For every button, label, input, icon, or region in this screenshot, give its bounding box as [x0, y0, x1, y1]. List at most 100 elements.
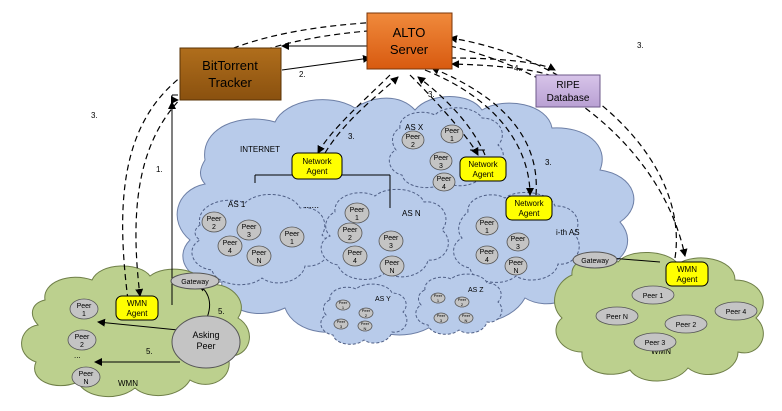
internet-label: INTERNET [240, 145, 280, 154]
svg-text:Peer: Peer [242, 224, 257, 231]
ripe-database-box: RIPE Database [535, 74, 601, 108]
svg-text:WMN: WMN [677, 265, 697, 274]
asn-label: AS N [402, 209, 421, 218]
wmn-right-peer-4: Peer 4 [714, 301, 758, 321]
svg-text:Network: Network [302, 157, 332, 166]
svg-text:4: 4 [442, 184, 446, 191]
step-3-asx: 3. [428, 90, 435, 99]
svg-text:Peer: Peer [361, 321, 370, 326]
wmn-right-peer-N: Peer N [595, 306, 639, 326]
svg-text:Peer: Peer [207, 216, 222, 223]
as1-cloud [191, 193, 330, 286]
svg-text:Peer: Peer [79, 371, 94, 378]
svg-text:Peer N: Peer N [606, 314, 628, 321]
svg-text:3: 3 [516, 244, 520, 251]
ripe-line2: Database [547, 93, 590, 104]
wmn-cloud-right [554, 251, 764, 382]
svg-text:Agent: Agent [473, 170, 495, 179]
step-5-gateway: 5. [218, 307, 225, 316]
svg-text:Agent: Agent [677, 275, 699, 284]
wmn-right-peer-2: Peer 2 [664, 314, 708, 334]
svg-text:N: N [465, 318, 468, 323]
svg-text:1: 1 [437, 298, 440, 303]
svg-text:WMN: WMN [127, 299, 147, 308]
network-agent-asi: Network Agent [505, 195, 553, 221]
step-3-left: 3. [91, 111, 98, 120]
svg-text:Peer: Peer [509, 260, 524, 267]
svg-text:Peer: Peer [458, 297, 467, 302]
svg-text:Network: Network [514, 199, 544, 208]
wmn-right-peer-3: Peer 3 [633, 332, 677, 352]
svg-text:Peer: Peer [385, 260, 400, 267]
svg-text:Peer: Peer [223, 240, 238, 247]
svg-text:Peer: Peer [196, 341, 215, 351]
svg-text:2: 2 [365, 313, 368, 318]
asking-peer: Asking Peer [171, 315, 241, 369]
step-1: 1. [156, 165, 163, 174]
svg-text:Peer: Peer [437, 176, 452, 183]
network-agent-asx: Network Agent [459, 156, 507, 182]
svg-text:Peer: Peer [480, 249, 495, 256]
svg-text:Peer: Peer [75, 334, 90, 341]
svg-text:Peer: Peer [406, 134, 421, 141]
svg-text:Peer 2: Peer 2 [676, 322, 697, 329]
wmn-left-dots: ... [74, 351, 81, 360]
as-dots: ...... [304, 200, 319, 210]
svg-text:1: 1 [450, 136, 454, 143]
svg-text:Peer: Peer [480, 220, 495, 227]
svg-text:Peer: Peer [437, 313, 446, 318]
asz-label: AS Z [468, 287, 484, 294]
as1-label: AS 1 [228, 200, 246, 209]
svg-text:Peer: Peer [339, 300, 348, 305]
step-3-asi: 3. [545, 158, 552, 167]
gateway-right: Gateway [572, 251, 618, 269]
svg-text:Peer: Peer [350, 207, 365, 214]
alto-server-box: ALTO Server [366, 12, 453, 70]
svg-text:Agent: Agent [127, 309, 149, 318]
svg-text:N: N [256, 258, 261, 265]
svg-text:N: N [389, 268, 394, 275]
svg-text:2: 2 [348, 235, 352, 242]
svg-text:Peer: Peer [434, 293, 443, 298]
svg-text:4: 4 [485, 257, 489, 264]
step-3-mid: 3. [348, 132, 355, 141]
asx-label: AS X [405, 123, 424, 132]
svg-text:3: 3 [247, 232, 251, 239]
svg-text:1: 1 [355, 215, 359, 222]
svg-text:Peer 4: Peer 4 [726, 309, 747, 316]
svg-text:3: 3 [440, 318, 443, 323]
svg-text:Peer: Peer [252, 250, 267, 257]
svg-text:Peer: Peer [362, 308, 371, 313]
svg-text:3: 3 [389, 243, 393, 250]
svg-text:Peer: Peer [348, 250, 363, 257]
svg-text:Agent: Agent [307, 167, 329, 176]
svg-text:4: 4 [353, 258, 357, 265]
asi-label: i-th AS [556, 228, 580, 237]
wmn-right-label: WMN [651, 347, 671, 356]
svg-text:N: N [513, 268, 518, 275]
